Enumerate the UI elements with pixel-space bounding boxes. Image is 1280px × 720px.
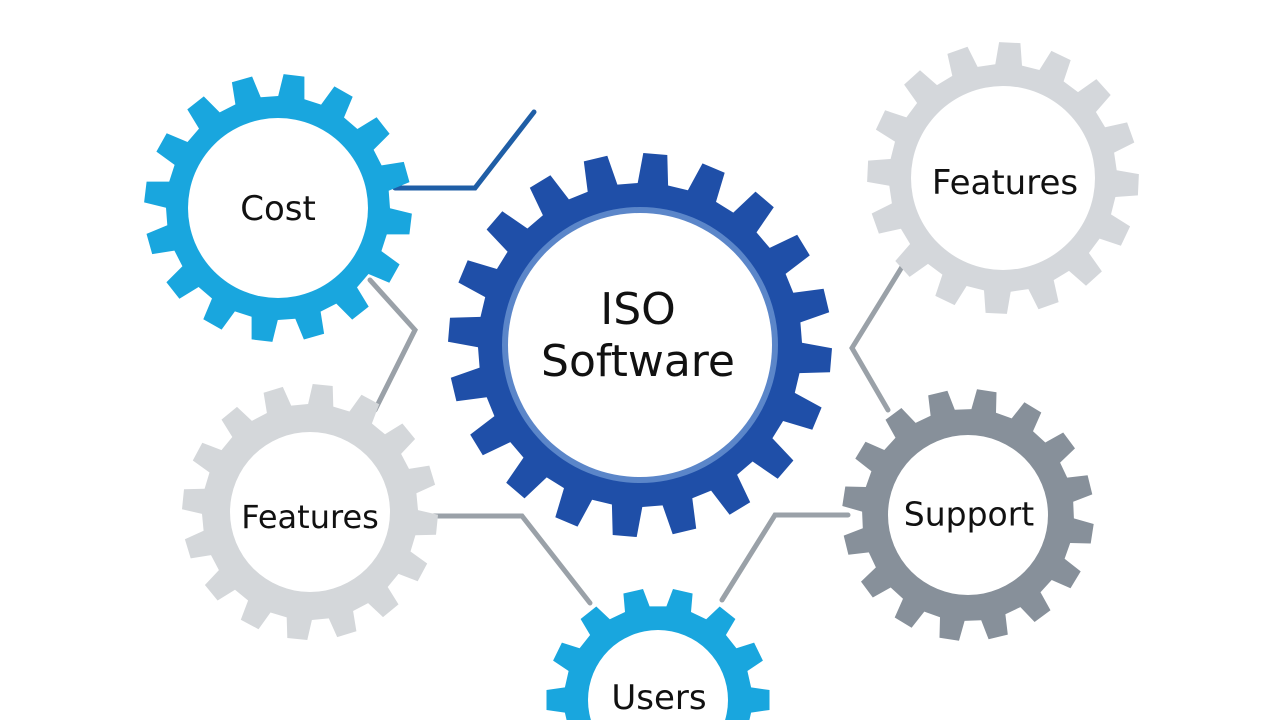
gear-users [546, 589, 770, 720]
center-label-line2: Software [541, 336, 735, 387]
features-left-label: Features [241, 498, 379, 537]
connector-features-left-users [427, 513, 593, 606]
gear-features-left-hub [230, 432, 390, 592]
center-label-line1: ISO [600, 284, 676, 336]
support-label: Support [903, 494, 1035, 534]
gear-center-hub [508, 213, 772, 477]
gear-features-right [867, 42, 1139, 314]
features-right-label: Features [931, 162, 1079, 203]
cost-label: Cost [240, 188, 316, 229]
connector-cost-features-left [367, 277, 418, 413]
gear-cost [144, 74, 412, 342]
gear-support [842, 389, 1094, 641]
connector-users-support [719, 512, 851, 603]
connector-cost-center [392, 109, 537, 191]
users-label: Users [611, 677, 707, 718]
gear-users-hub [588, 630, 728, 720]
connectors [367, 109, 908, 606]
gear-cost-hub [188, 118, 368, 298]
center-label: ISO Software [541, 284, 735, 388]
gear-support-hub [888, 435, 1048, 595]
gear-center [448, 153, 832, 537]
connector-features-right-support [849, 259, 908, 413]
gear-features-right-hub [911, 86, 1095, 270]
gear-features-left [182, 384, 438, 640]
